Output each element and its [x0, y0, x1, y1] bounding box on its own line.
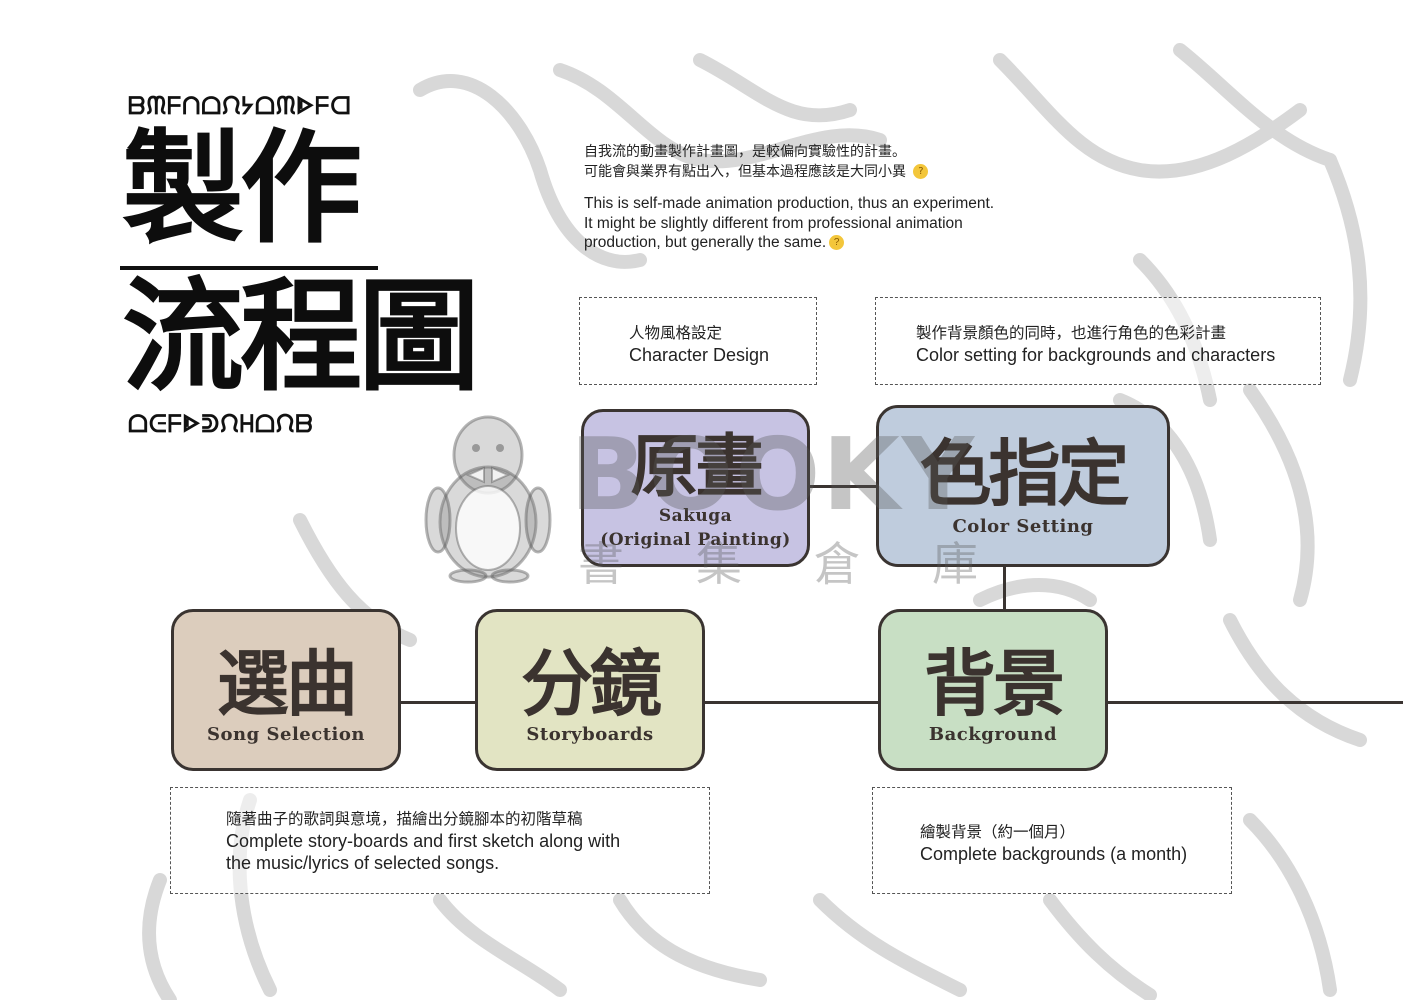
note-background-en: Complete backgrounds (a month): [920, 844, 1188, 864]
step-song-selection: 選曲 Song Selection: [171, 609, 401, 771]
step-background-zh: 背景: [923, 642, 1065, 726]
step-color-en: Color Setting: [952, 516, 1094, 537]
title-divider: [120, 266, 378, 270]
intro-en-line2: It might be slightly different from prof…: [584, 214, 963, 232]
note-character-en: Character Design: [629, 345, 770, 365]
step-song-zh: 選曲: [216, 642, 358, 726]
page-title-line2: 流程圖: [122, 266, 480, 408]
step-sakuga-zh: 原畫: [630, 428, 763, 507]
note-storyboard: 隨著曲子的歌詞與意境，描繪出分鏡腳本的初階草稿 Complete story-b…: [170, 787, 710, 894]
decorative-cipher-text-bottom: ᗝᕮᖴᐈᕲᙁᕼᗝᙁᗷ: [128, 410, 314, 438]
note-storyboard-en2: the music/lyrics of selected songs.: [226, 853, 500, 873]
intro-en-line1: This is self-made animation production, …: [584, 195, 995, 212]
step-storyboards: 分鏡 Storyboards: [475, 609, 705, 771]
note-storyboard-zh: 隨著曲子的歌詞與意境，描繪出分鏡腳本的初階草稿: [226, 810, 583, 828]
note-color-en: Color setting for backgrounds and charac…: [916, 345, 1276, 365]
note-character-design: 人物風格設定 Character Design: [579, 297, 817, 385]
step-color-zh: 色指定: [919, 432, 1129, 516]
note-color-zh: 製作背景顏色的同時，也進行角色的色彩計畫: [916, 324, 1227, 342]
step-sakuga-en1: Sakuga: [658, 506, 733, 526]
step-song-en: Song Selection: [207, 724, 365, 745]
note-storyboard-en1: Complete story-boards and first sketch a…: [226, 831, 621, 851]
step-storyboards-zh: 分鏡: [520, 642, 662, 726]
page-title-line1: 製作: [122, 118, 362, 260]
connector-sakuga-color: [809, 485, 877, 488]
step-background-en: Background: [928, 724, 1058, 745]
intro-zh-line1: 自我流的動畫製作計畫圖，是較偏向實驗性的計畫。: [584, 144, 906, 160]
step-background: 背景 Background: [878, 609, 1108, 771]
step-storyboards-en: Storyboards: [526, 724, 654, 745]
intro-zh-line2: 可能會與業界有點出入，但基本過程應該是大同小異 ?: [584, 163, 1054, 183]
note-character-zh: 人物風格設定: [629, 324, 723, 342]
step-color-setting: 色指定 Color Setting: [876, 405, 1170, 567]
step-sakuga: 原畫 Sakuga (Original Painting): [581, 409, 810, 567]
connector-color-background: [1003, 566, 1006, 610]
note-background: 繪製背景（約一個月） Complete backgrounds (a month…: [872, 787, 1232, 894]
thinking-face-icon: ?: [913, 164, 929, 179]
step-sakuga-en2: (Original Painting): [600, 530, 791, 550]
intro-en-line3: production, but generally the same.?: [584, 233, 1054, 253]
note-background-zh: 繪製背景（約一個月）: [920, 823, 1076, 841]
intro-english: This is self-made animation production, …: [584, 194, 1054, 253]
decorative-cipher-text: ᗷᙏᖴᑎᗝᙁᔭᗝᙏᐈᖴᗡ: [128, 92, 352, 120]
intro-chinese: 自我流的動畫製作計畫圖，是較偏向實驗性的計畫。 可能會與業界有點出入，但基本過程…: [584, 143, 1054, 182]
note-color-setting: 製作背景顏色的同時，也進行角色的色彩計畫 Color setting for b…: [875, 297, 1321, 385]
thinking-face-icon: ?: [829, 235, 845, 251]
